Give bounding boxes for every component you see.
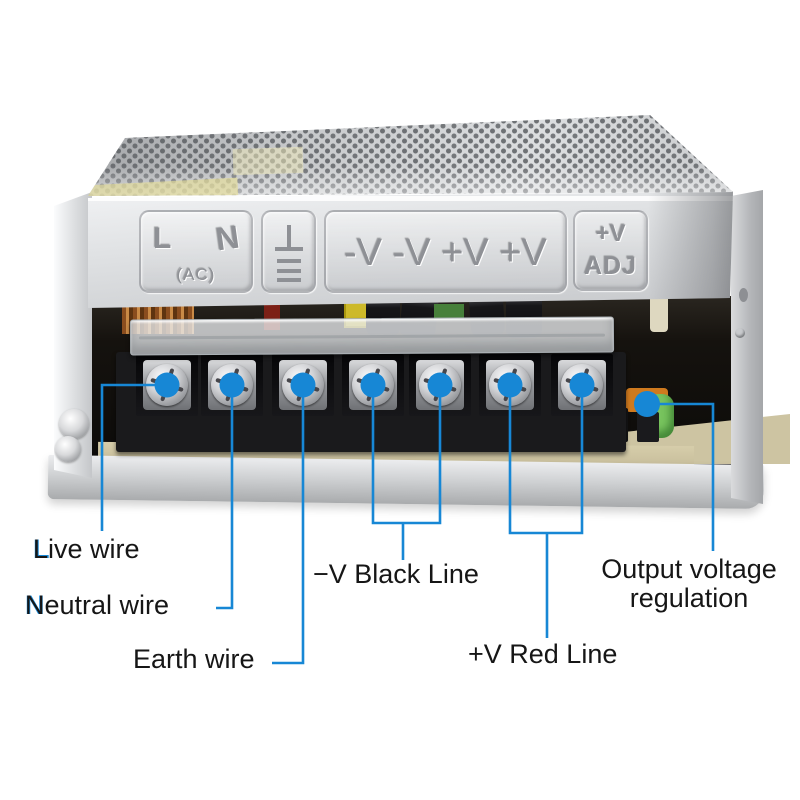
callout-dot-neutral <box>219 372 245 398</box>
flange-screw-icon <box>59 409 89 439</box>
panel-highlight <box>88 196 733 201</box>
callout-line-earth <box>272 385 305 665</box>
terminal-label-box-ac: L N (AC) <box>139 210 253 293</box>
rivet-icon <box>735 328 745 338</box>
panel-label-adj-v: +V <box>595 220 626 247</box>
label-live-text: Live wire <box>33 534 140 564</box>
earth-ground-icon <box>274 224 303 282</box>
label-live-prefix: L <box>33 534 50 564</box>
label-negative-line: −V Black Line <box>313 559 479 589</box>
psu-front-panel: L N (AC) -V -V +V +V +V ADJ <box>88 192 733 308</box>
green-pcb-fragment <box>434 304 464 320</box>
cream-capacitor <box>650 294 668 332</box>
panel-label-live: L <box>153 222 172 255</box>
panel-side-shade <box>648 192 733 308</box>
flange-screw-icon <box>55 436 81 462</box>
mounting-hole <box>739 288 748 302</box>
callout-line-live <box>100 383 167 531</box>
label-output-voltage-regulation: Output voltage regulation <box>580 555 798 613</box>
callout-dot-negative1 <box>360 372 386 398</box>
callout-line-neutral <box>216 385 234 610</box>
callout-line-adjust <box>647 402 715 551</box>
label-neutral-prefix: N <box>25 590 45 620</box>
callout-line-positive <box>508 385 584 638</box>
panel-label-output: -V -V +V +V <box>344 232 547 274</box>
case-left-flange <box>54 192 92 478</box>
label-positive-line: +V Red Line <box>468 639 618 669</box>
callout-dot-positive1 <box>497 372 523 398</box>
callout-dot-earth <box>290 372 316 398</box>
callout-line-negative <box>371 385 442 560</box>
label-adj-line1: Output voltage <box>601 554 777 584</box>
terminal-label-box-output: -V -V +V +V <box>324 210 567 293</box>
transistor <box>637 412 659 442</box>
panel-label-ac: (AC) <box>176 265 216 284</box>
callout-dot-positive2 <box>569 372 595 398</box>
callout-dot-negative2 <box>427 372 453 398</box>
terminal-label-box-earth <box>261 210 316 293</box>
callout-dot-adjust <box>634 391 660 417</box>
label-adj-line2: regulation <box>629 583 749 613</box>
terminal-label-box-adj: +V ADJ <box>573 210 648 291</box>
case-right-wall <box>731 190 763 504</box>
callout-dot-live <box>154 372 180 398</box>
label-neutral-text: Neutral wire <box>25 590 170 620</box>
label-earth-wire: Earth wire <box>133 644 255 674</box>
panel-label-adj: ADJ <box>583 252 637 280</box>
